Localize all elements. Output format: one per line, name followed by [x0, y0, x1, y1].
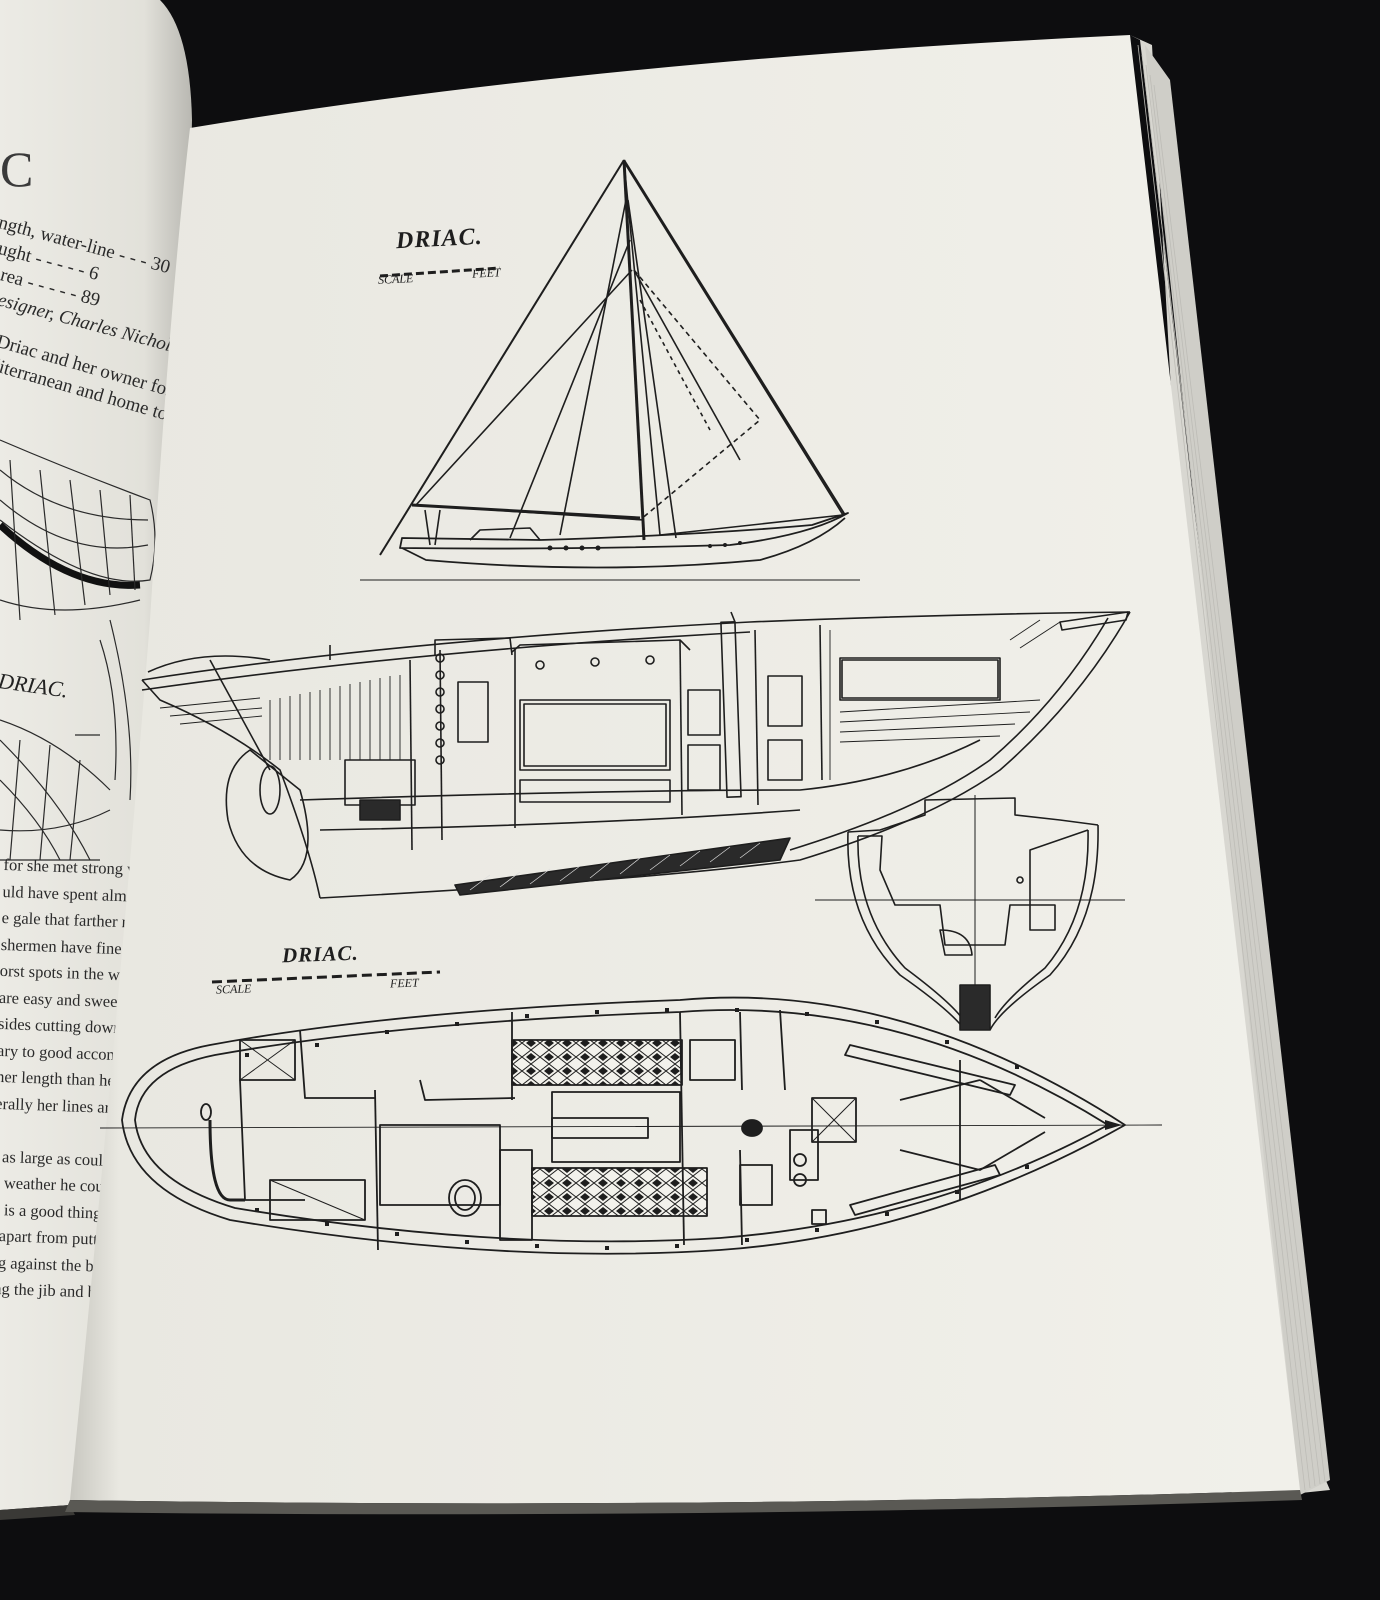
accommodation-plan-scale-bar [211, 970, 441, 984]
page-edge-lines [1137, 44, 1326, 1491]
accommodation-plan-feet-label: FEET [389, 975, 419, 991]
left-page-title-fragment: C [0, 141, 34, 197]
left-page-hull-lines [0, 439, 156, 861]
accommodation-plan-scale-label: SCALE [215, 981, 252, 997]
accommodation-plan-title: DRIAC. [281, 940, 359, 968]
left-page-paper [0, 0, 192, 1520]
sail-plan-scale-bar [379, 266, 501, 278]
left-page: C ength, water-line - - - 30 raught - - … [0, 0, 200, 1520]
